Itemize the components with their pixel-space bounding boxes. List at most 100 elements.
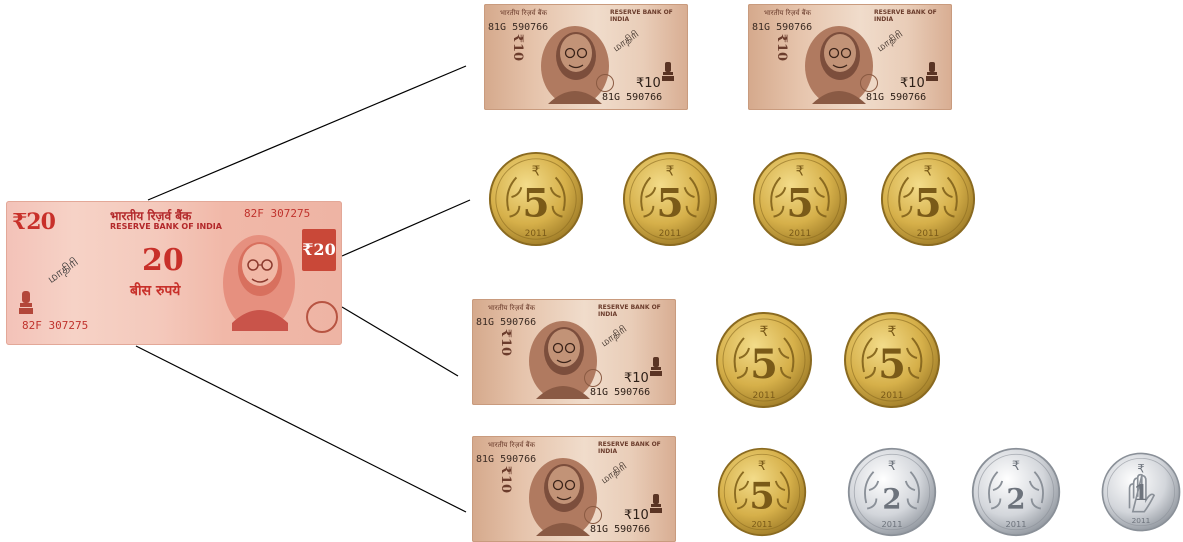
rbi-seal-icon xyxy=(596,74,614,92)
coin-value: 5 xyxy=(656,181,683,227)
connector-line-row-2 xyxy=(341,199,471,257)
coin-inner-rim xyxy=(853,453,931,531)
rupee-symbol: ₹ xyxy=(1012,459,1020,474)
note10-vertical-denomination: ₹10 xyxy=(498,465,514,494)
coin-floral-design xyxy=(734,471,790,510)
two-rupee-coin: ₹2 2011 xyxy=(970,446,1062,538)
coin-value: 5 xyxy=(522,181,549,227)
note20-denomination: 20 xyxy=(142,243,184,278)
coin-year: 2011 xyxy=(881,519,902,529)
coin-body xyxy=(716,312,812,408)
coin-year: 2011 xyxy=(751,519,772,529)
coin-body xyxy=(622,151,718,247)
rbi-seal-icon xyxy=(584,369,602,387)
rbi-seal-icon xyxy=(584,506,602,524)
note10-denomination: ₹10 xyxy=(636,76,661,91)
coin-body xyxy=(971,447,1061,537)
coin-body xyxy=(717,447,807,537)
note10-hindi-title: भारतीय रिज़र्व बैंक xyxy=(764,9,812,17)
coin-floral-design xyxy=(640,176,700,218)
note10-serial-bottom: 81G 590766 xyxy=(590,524,651,535)
ten-rupee-note: भारतीय रिज़र्व बैंक RESERVE BANK OF INDI… xyxy=(748,4,952,110)
note20-corner-denomination: ₹20 xyxy=(12,209,56,235)
ashoka-emblem-icon xyxy=(650,494,662,513)
note10-vertical-denomination: ₹10 xyxy=(498,328,514,357)
ashoka-emblem-icon xyxy=(662,62,674,81)
note10-denomination: ₹10 xyxy=(900,76,925,91)
coin-inner-rim xyxy=(887,158,969,240)
coin-year: 2011 xyxy=(881,391,904,401)
rupee-symbol: ₹ xyxy=(796,163,805,179)
ashoka-emblem-icon xyxy=(926,62,938,81)
coin-inner-rim xyxy=(495,158,577,240)
note10-serial-bottom: 81G 590766 xyxy=(590,387,651,398)
note10-specimen-text: மாதிரி xyxy=(611,28,641,55)
note10-specimen-text: மாதிரி xyxy=(599,460,629,487)
connector-line-row-3 xyxy=(341,306,459,377)
note10-hindi-title: भारतीय रिज़र्व बैंक xyxy=(500,9,548,17)
note10-hindi-title: भारतीय रिज़र्व बैंक xyxy=(488,304,536,312)
gandhi-portrait-icon xyxy=(805,26,873,104)
note10-bank-name: RESERVE BANK OF INDIA xyxy=(598,304,661,318)
coin-floral-design xyxy=(861,337,923,379)
note20-hindi-title: भारतीय रिज़र्व बैंक xyxy=(110,209,192,223)
five-rupee-coin-face: ₹5 2011 xyxy=(880,151,976,247)
coin-inner-rim xyxy=(977,453,1055,531)
note20-serial-top: 82F 307275 xyxy=(244,207,311,220)
ten-rupee-note: भारतीय रिज़र्व बैंक RESERVE BANK OF INDI… xyxy=(472,436,676,542)
note20-serial-bottom: 82F 307275 xyxy=(22,319,89,332)
coin-inner-rim xyxy=(629,158,711,240)
rupee-symbol: ₹ xyxy=(924,163,933,179)
coin-floral-design xyxy=(864,471,920,510)
coin-value: 2 xyxy=(1006,483,1025,516)
rupee-symbol: ₹ xyxy=(532,163,541,179)
rupee-symbol: ₹ xyxy=(760,324,769,340)
connector-line-row-1 xyxy=(147,65,467,201)
coin-inner-rim xyxy=(722,318,806,402)
rupee-symbol: ₹ xyxy=(758,459,766,474)
coin-year: 2011 xyxy=(917,229,939,239)
coin-floral-design xyxy=(770,176,830,218)
coin-value: 5 xyxy=(786,181,813,227)
note10-serial-top: 81G 590766 xyxy=(488,22,549,33)
coin-inner-rim xyxy=(1106,457,1176,527)
coin-value: 5 xyxy=(750,341,778,388)
coin-value: 5 xyxy=(749,474,775,518)
coin-inner-rim xyxy=(850,318,934,402)
ten-rupee-note: भारतीय रिज़र्व बैंक RESERVE BANK OF INDI… xyxy=(484,4,688,110)
rbi-seal-icon xyxy=(860,74,878,92)
ten-rupee-note: भारतीय रिज़र्व बैंक RESERVE BANK OF INDI… xyxy=(472,299,676,405)
coin-value: 5 xyxy=(878,341,906,388)
coin-value: 2 xyxy=(882,483,901,516)
rbi-seal-icon xyxy=(306,301,338,333)
note10-serial-top: 81G 590766 xyxy=(476,454,537,465)
hand-gesture-icon xyxy=(1128,473,1156,513)
coin-body xyxy=(847,447,937,537)
note10-bank-name: RESERVE BANK OF INDIA xyxy=(598,441,661,455)
gandhi-portrait-icon xyxy=(529,458,597,536)
ashoka-emblem-icon xyxy=(19,291,33,314)
five-rupee-coin: ₹5 2011 xyxy=(750,150,850,248)
coin-value: 5 xyxy=(914,181,941,227)
note10-serial-bottom: 81G 590766 xyxy=(866,92,927,103)
note20-side-denomination: ₹20 xyxy=(302,229,336,271)
note10-serial-top: 81G 590766 xyxy=(476,317,537,328)
coin-year: 2011 xyxy=(789,229,811,239)
note10-specimen-text: மாதிரி xyxy=(599,323,629,350)
two-rupee-coin-face: ₹2 2011 xyxy=(971,447,1061,537)
gandhi-portrait-icon xyxy=(529,321,597,399)
coin-year: 2011 xyxy=(1005,519,1026,529)
rupee-symbol: ₹ xyxy=(1137,461,1144,475)
gandhi-portrait-icon xyxy=(541,26,609,104)
